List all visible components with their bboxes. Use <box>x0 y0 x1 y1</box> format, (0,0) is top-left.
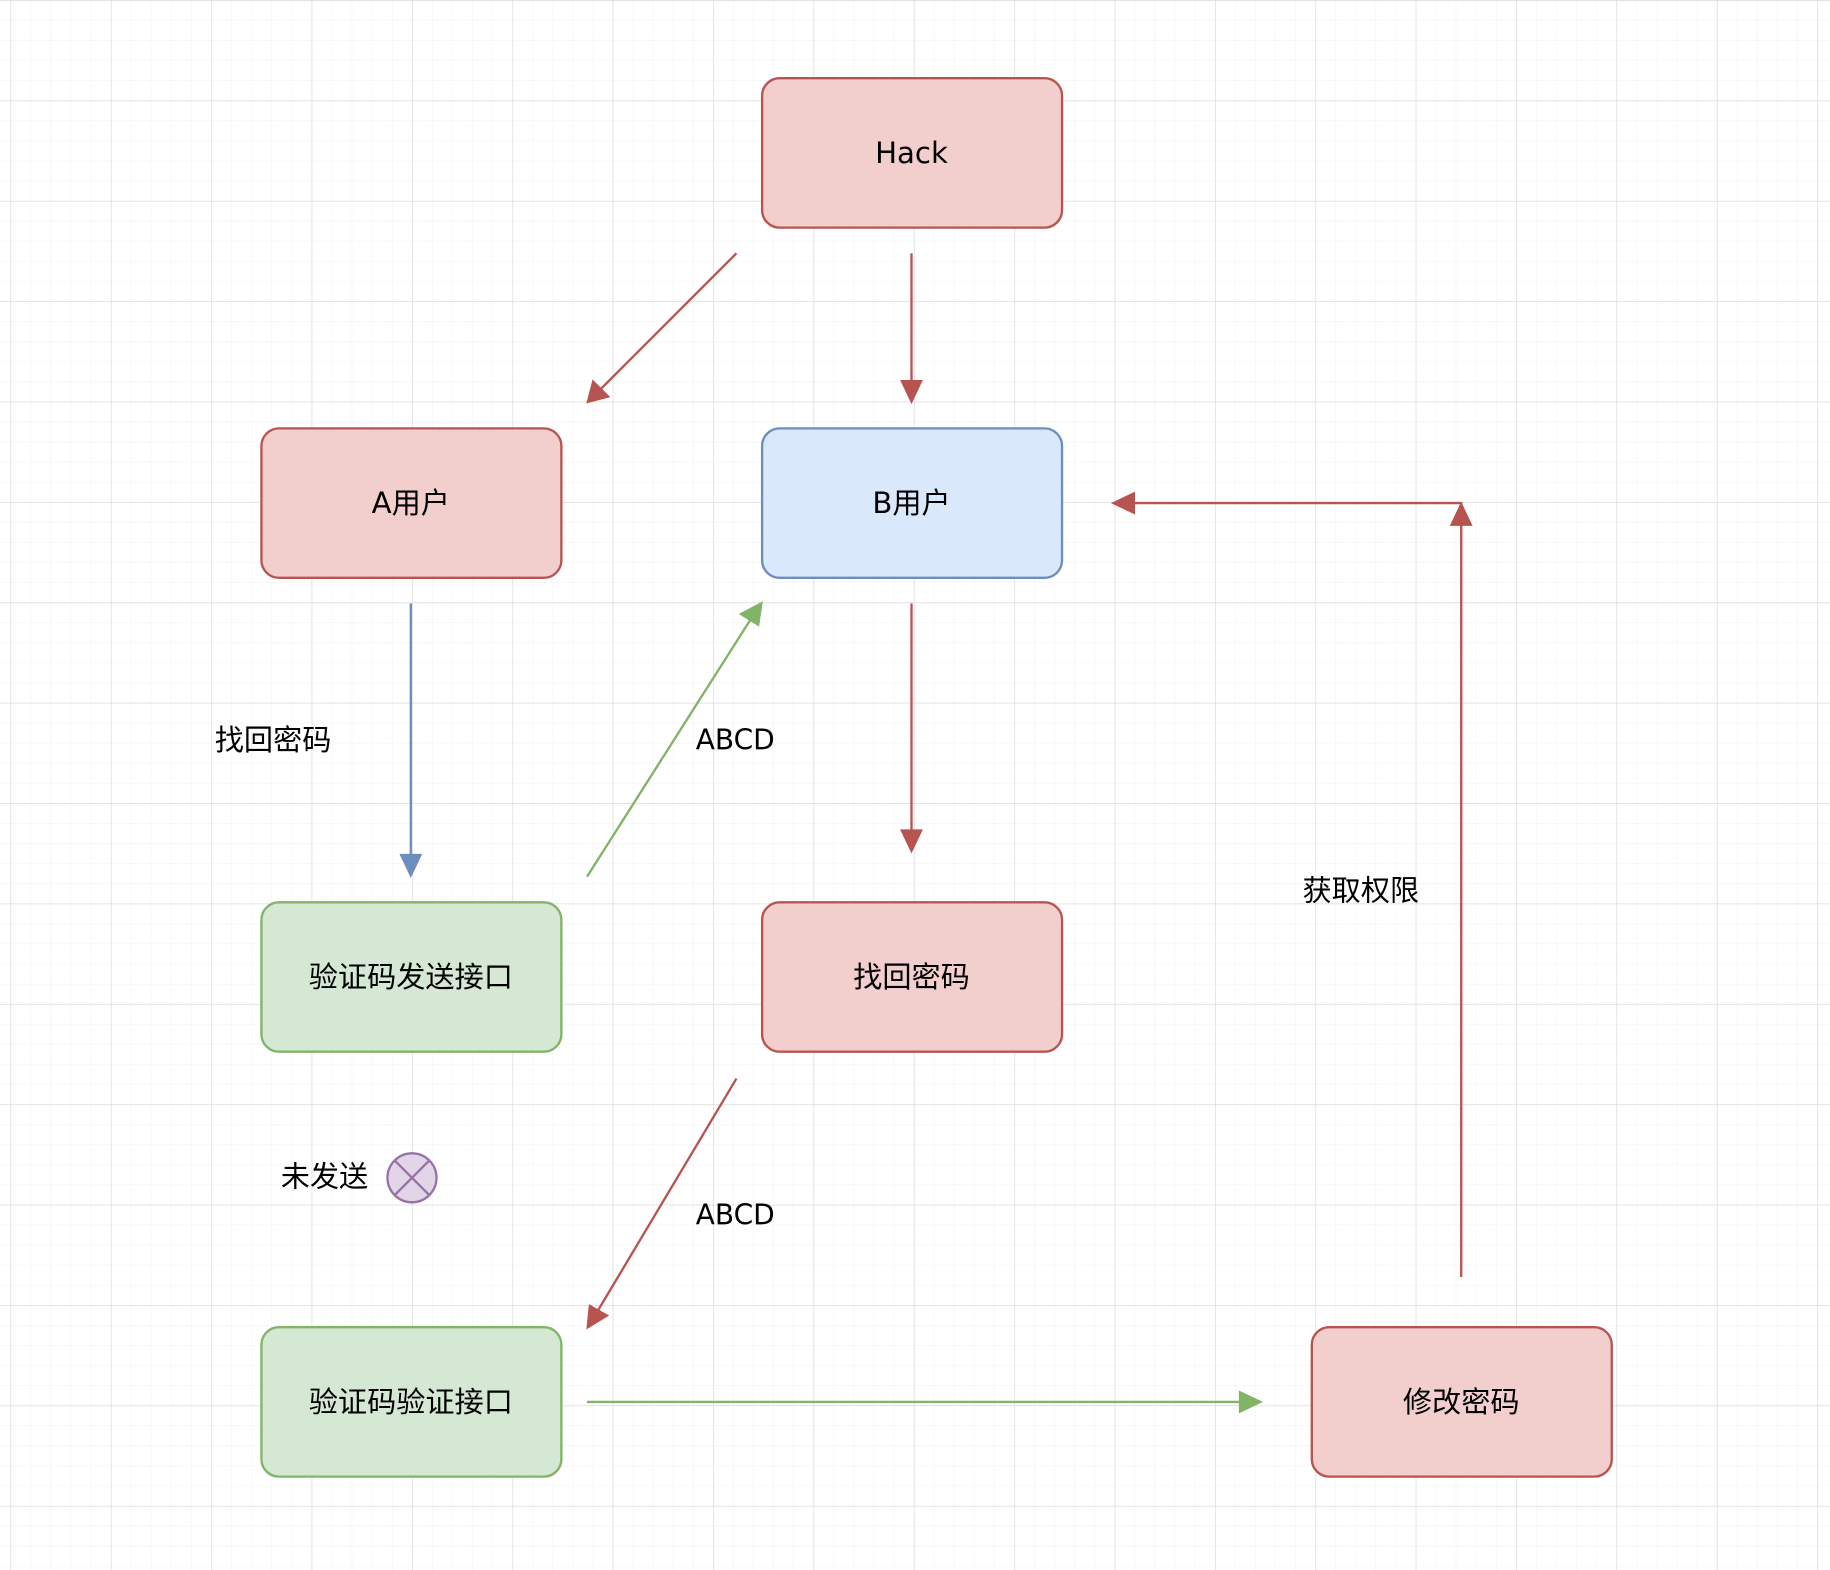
node-user-b-label: B用户 <box>872 486 950 520</box>
node-hack[interactable]: Hack <box>760 77 1064 229</box>
node-user-a-label: A用户 <box>372 486 450 520</box>
node-retrieve-password[interactable]: 找回密码 <box>760 901 1064 1053</box>
node-retrieve-password-label: 找回密码 <box>853 960 970 994</box>
edge-hack-to-user-a[interactable] <box>586 252 738 404</box>
node-change-password[interactable]: 修改密码 <box>1310 1326 1613 1478</box>
edge-retrieve-to-code-verify[interactable] <box>586 1077 738 1330</box>
edge-user-b-to-retrieve[interactable] <box>900 603 923 854</box>
node-code-send-api[interactable]: 验证码发送接口 <box>260 901 563 1053</box>
edge-hack-to-user-b[interactable] <box>900 253 923 405</box>
edge-change-to-user-b[interactable] <box>1110 491 1473 1278</box>
node-change-password-label: 修改密码 <box>1403 1385 1520 1419</box>
label-abcd-upper: ABCD <box>696 724 775 757</box>
node-user-a[interactable]: A用户 <box>260 427 563 579</box>
label-a-retrieve-password: 找回密码 <box>215 723 332 757</box>
node-code-verify-api-label: 验证码验证接口 <box>309 1385 513 1419</box>
node-user-b[interactable]: B用户 <box>760 427 1064 579</box>
node-code-send-api-label: 验证码发送接口 <box>309 960 513 994</box>
node-code-verify-api[interactable]: 验证码验证接口 <box>260 1326 563 1478</box>
edge-code-verify-to-change[interactable] <box>587 1390 1263 1414</box>
label-abcd-lower: ABCD <box>696 1199 775 1232</box>
edge-code-send-to-user-b[interactable] <box>586 601 763 878</box>
edge-user-a-to-code-send[interactable] <box>399 603 423 878</box>
node-hack-label: Hack <box>875 136 948 170</box>
label-not-sent: 未发送 <box>281 1160 368 1194</box>
label-gain-privilege: 获取权限 <box>1303 874 1420 908</box>
x-circle-icon <box>386 1152 438 1204</box>
